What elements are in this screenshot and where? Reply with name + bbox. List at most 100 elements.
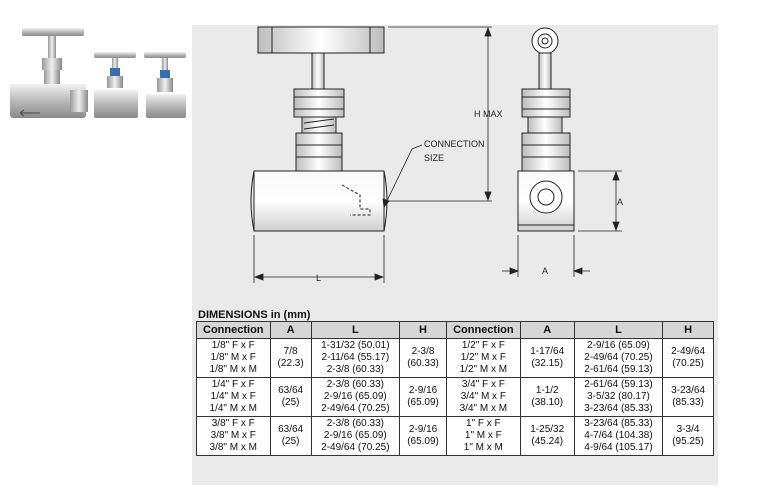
cell-line: 2-11/64 (55.17) [321, 352, 390, 363]
table-header-row: Connection A L H Connection A L H [196, 321, 714, 339]
cell-l-2: 2-9/16 (65.09)2-49/64 (70.25)2-61/64 (59… [573, 338, 664, 378]
cell-line: 3/4" M x M [459, 403, 508, 414]
cell-a-1: 63/64(25) [269, 377, 312, 417]
side-view [517, 27, 575, 232]
front-view [250, 26, 388, 232]
cell-line: 2-9/16 [408, 424, 438, 435]
dimensions-table: Connection A L H Connection A L H 1/8" F… [196, 321, 714, 456]
cell-line: (65.09) [407, 436, 439, 447]
cell-line: 1/4" F x F [211, 379, 255, 390]
cell-line: 3/8" F x F [211, 418, 255, 429]
cell-line: 3/4" F x F [461, 379, 505, 390]
cell-line: 1/8" M x F [210, 352, 256, 363]
technical-drawing: H MAX CONNECTION SIZE L A A [250, 26, 623, 283]
cell-line: 2-9/16 (65.09) [323, 391, 387, 402]
cell-line: 3/8" M x F [210, 430, 256, 441]
cell-line: 2-9/16 [408, 385, 438, 396]
cell-line: 2-61/64 (59.13) [584, 379, 653, 390]
l-label: L [316, 273, 321, 283]
cell-line: 3/4" M x F [460, 391, 506, 402]
cell-line: 63/64 [278, 385, 304, 396]
cell-line: (38.10) [531, 397, 564, 408]
spec-sheet: H MAX CONNECTION SIZE L A A DIMENSIONS i… [192, 25, 718, 485]
cell-line: (70.25) [672, 358, 704, 369]
cell-line: (25) [281, 397, 300, 408]
cell-line: 1/4" M x F [210, 391, 256, 402]
cell-line: 2-49/64 (70.25) [584, 352, 653, 363]
cell-line: 2-9/16 (65.09) [587, 340, 650, 351]
cell-line: 1/8" F x F [211, 340, 255, 351]
cell-line: 1/2" M x M [459, 364, 508, 375]
cell-a-1: 63/64(25) [269, 416, 312, 456]
dimension-lines [253, 26, 622, 283]
cell-line: 2-3/8 (60.33) [326, 364, 384, 375]
cell-line: 3-23/64 [671, 385, 706, 396]
cell-line: 2-49/64 (70.25) [321, 403, 390, 414]
cell-l-1: 1-31/32 (50.01)2-11/64 (55.17)2-3/8 (60.… [310, 338, 400, 378]
cell-l-2: 3-23/64 (85.33)4-7/64 (104.38)4-9/64 (10… [573, 416, 664, 456]
cell-line: 1/2" M x F [460, 352, 506, 363]
cell-h-2: 3-3/4(95.25) [662, 416, 714, 456]
cell-line: 3-23/64 (85.33) [584, 403, 653, 414]
table-title: DIMENSIONS in (mm) [198, 309, 311, 321]
cell-line: 2-3/8 (60.33) [326, 418, 384, 429]
cell-line: 1-25/32 [530, 424, 565, 435]
cell-a-2: 1-1/2(38.10) [519, 377, 575, 417]
cell-line: 1/4" M x M [209, 403, 257, 414]
connection-size-label-line1: CONNECTION [424, 139, 485, 149]
cell-line: 1/2" F x F [461, 340, 505, 351]
cell-h-2: 2-49/64(70.25) [662, 338, 714, 378]
cell-a-1: 7/8(22.3) [269, 338, 312, 378]
a-side-label: A [617, 197, 623, 207]
cell-line: 1-17/64 [530, 346, 565, 357]
cell-line: 63/64 [278, 424, 304, 435]
cell-l-1: 2-3/8 (60.33)2-9/16 (65.09)2-49/64 (70.2… [310, 377, 400, 417]
cell-line: 1" M x M [463, 442, 503, 453]
cell-line: 1/8" M x M [209, 364, 257, 375]
cell-line: 2-61/64 (59.13) [584, 364, 653, 375]
cell-line: (32.15) [531, 358, 564, 369]
medium-valve-photo [94, 52, 138, 118]
cell-line: 2-3/8 [411, 346, 435, 357]
cell-line: 2-9/16 (65.09) [323, 430, 387, 441]
cell-line: 1-1/2 [535, 385, 559, 396]
cell-h-1: 2-9/16(65.09) [398, 416, 448, 456]
h-max-label: H MAX [474, 109, 503, 119]
cell-l-2: 2-61/64 (59.13)3-5/32 (80.17)3-23/64 (85… [573, 377, 664, 417]
header-h-2: H [662, 321, 714, 339]
cell-line: (22.3) [277, 358, 304, 369]
header-h-1: H [398, 321, 448, 339]
product-photo [10, 28, 186, 118]
header-a-1: A [269, 321, 312, 339]
cell-line: 3-5/32 (80.17) [587, 391, 650, 402]
cell-line: 2-49/64 [671, 346, 706, 357]
cell-h-2: 3-23/64(85.33) [662, 377, 714, 417]
header-connection-1: Connection [196, 321, 271, 339]
cell-line: (95.25) [672, 436, 704, 447]
connection-size-label-line2: SIZE [424, 153, 444, 163]
cell-line: 1" F x F [466, 418, 501, 429]
cell-a-2: 1-25/32(45.24) [519, 416, 575, 456]
cell-line: 2-49/64 (70.25) [321, 442, 390, 453]
cell-a-2: 1-17/64(32.15) [519, 338, 575, 378]
header-l-1: L [310, 321, 400, 339]
cell-line: (60.33) [407, 358, 439, 369]
large-valve-photo [10, 28, 88, 118]
header-a-2: A [519, 321, 575, 339]
cell-line: 3-3/4 [676, 424, 700, 435]
header-connection-2: Connection [446, 321, 521, 339]
cell-line: (65.09) [407, 397, 439, 408]
cell-line: 1-31/32 (50.01) [321, 340, 390, 351]
cell-line: (85.33) [672, 397, 704, 408]
cell-line: 1" M x F [464, 430, 502, 441]
cell-line: (25) [281, 436, 300, 447]
cell-h-1: 2-3/8(60.33) [398, 338, 448, 378]
cell-line: 2-3/8 (60.33) [326, 379, 384, 390]
